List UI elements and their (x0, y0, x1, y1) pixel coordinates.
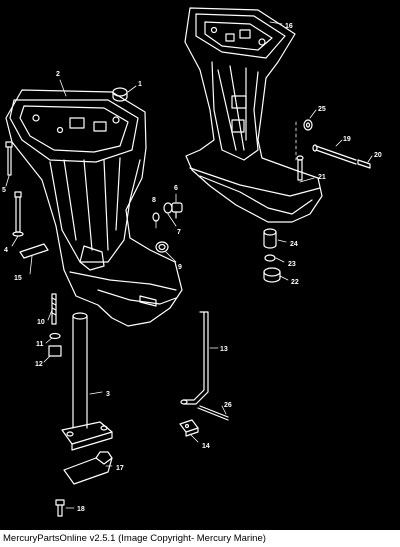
part-15 (19, 243, 49, 259)
callout-3: 3 (106, 391, 110, 398)
callout-12: 12 (35, 361, 43, 368)
callout-19: 19 (343, 136, 351, 143)
part-21 (296, 155, 304, 181)
parts-10-12 (48, 293, 62, 357)
callout-26: 26 (224, 402, 232, 409)
callout-25: 25 (318, 106, 326, 113)
part-23 (264, 254, 276, 262)
part-4 (12, 191, 24, 237)
callout-16: 16 (285, 23, 293, 30)
callout-1: 1 (138, 81, 142, 88)
callout-22: 22 (291, 279, 299, 286)
callout-5: 5 (2, 187, 6, 194)
leader-lines (5, 21, 373, 509)
part-17 (63, 451, 113, 485)
callout-2: 2 (56, 71, 60, 78)
housing-left (5, 89, 183, 327)
callout-10: 10 (37, 319, 45, 326)
housing-right (184, 7, 323, 223)
callout-23: 23 (288, 261, 296, 268)
callout-9: 9 (178, 264, 182, 271)
callout-20: 20 (374, 152, 382, 159)
callout-6: 6 (174, 185, 178, 192)
part-13 (180, 311, 209, 405)
callout-7: 7 (177, 229, 181, 236)
callout-11: 11 (36, 341, 44, 348)
part-20 (357, 159, 371, 169)
copyright-footer: MercuryPartsOnline v2.5.1 (Image Copyrig… (0, 530, 400, 547)
part-24 (263, 228, 277, 249)
part-18 (55, 499, 65, 517)
part-5 (5, 141, 13, 176)
callout-18: 18 (77, 506, 85, 513)
parts-6-9 (152, 202, 183, 253)
callout-4: 4 (4, 247, 8, 254)
parts-diagram-drawing: 1 2 3 4 5 6 7 8 9 10 11 12 13 14 15 16 1… (2, 7, 382, 517)
callout-24: 24 (290, 241, 298, 248)
callout-15: 15 (14, 275, 22, 282)
part-3 (61, 312, 113, 451)
parts-diagram: 1 2 3 4 5 6 7 8 9 10 11 12 13 14 15 16 1… (0, 0, 400, 530)
callout-13: 13 (220, 346, 228, 353)
part-25 (303, 119, 313, 131)
callout-21: 21 (318, 174, 326, 181)
part-1 (112, 87, 128, 102)
callout-8: 8 (152, 197, 156, 204)
part-22 (263, 267, 281, 283)
part-19 (312, 144, 357, 165)
callout-17: 17 (116, 465, 124, 472)
callout-14: 14 (202, 443, 210, 450)
part-26 (197, 405, 229, 421)
part-14 (179, 419, 199, 437)
